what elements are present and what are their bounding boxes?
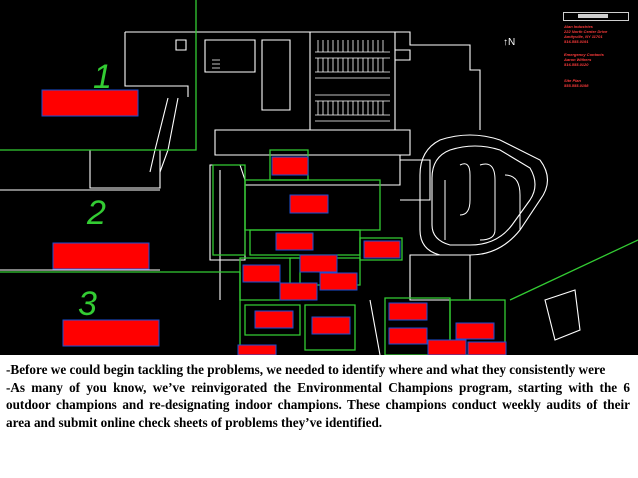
- caption: -Before we could begin tackling the prob…: [6, 361, 630, 431]
- marker: [467, 341, 507, 355]
- marker: [455, 322, 495, 340]
- marker: [275, 232, 314, 251]
- title-address-line: Amityville, NY 11701: [564, 34, 603, 39]
- site-plan-drawing: [0, 0, 638, 355]
- title-contact-line: Emergency Contacts: [564, 52, 604, 57]
- north-arrow-label: ↑N: [503, 37, 516, 48]
- marker: [271, 156, 309, 176]
- curved-drives: [444, 163, 521, 241]
- north-label: N: [508, 37, 516, 48]
- title-block: Alan Industries 222 North Center Drive A…: [560, 10, 636, 110]
- marker: [388, 302, 428, 321]
- marker: [279, 282, 318, 301]
- marker: [62, 319, 160, 347]
- title-extra-line: 555.555.0198: [564, 83, 589, 88]
- marker: [363, 240, 401, 259]
- marker: [254, 310, 294, 329]
- cad-site-plan: 1 2 3 ↑N Alan Industries 222 North Cente…: [0, 0, 638, 355]
- marker: [237, 344, 277, 355]
- parking-stalls: [212, 40, 390, 122]
- title-extra-line: Site Plan: [564, 78, 581, 83]
- marker: [299, 254, 338, 273]
- title-block-header: [563, 12, 629, 21]
- title-contact-line: Aaron Withers: [564, 57, 592, 62]
- caption-paragraph-1: -Before we could begin tackling the prob…: [6, 362, 606, 377]
- problem-markers: [41, 89, 507, 355]
- zone-label-2: 2: [87, 194, 106, 232]
- zone-label-3: 3: [78, 285, 97, 323]
- marker: [311, 316, 351, 335]
- title-address-line: Alan Industries: [564, 24, 593, 29]
- marker: [52, 242, 150, 270]
- marker: [289, 194, 329, 214]
- title-address-line: 516.555.0191: [564, 39, 589, 44]
- marker: [319, 272, 358, 291]
- title-address-line: 222 North Center Drive: [564, 29, 608, 34]
- marker: [41, 89, 139, 117]
- marker: [388, 327, 428, 345]
- title-contact-line: 516.555.0120: [564, 62, 589, 67]
- zone-lines: [0, 0, 638, 355]
- zone-label-1: 1: [93, 58, 112, 96]
- caption-paragraph-2: -As many of you know, we’ve reinvigorate…: [6, 379, 630, 430]
- marker: [427, 339, 467, 355]
- marker: [242, 264, 281, 283]
